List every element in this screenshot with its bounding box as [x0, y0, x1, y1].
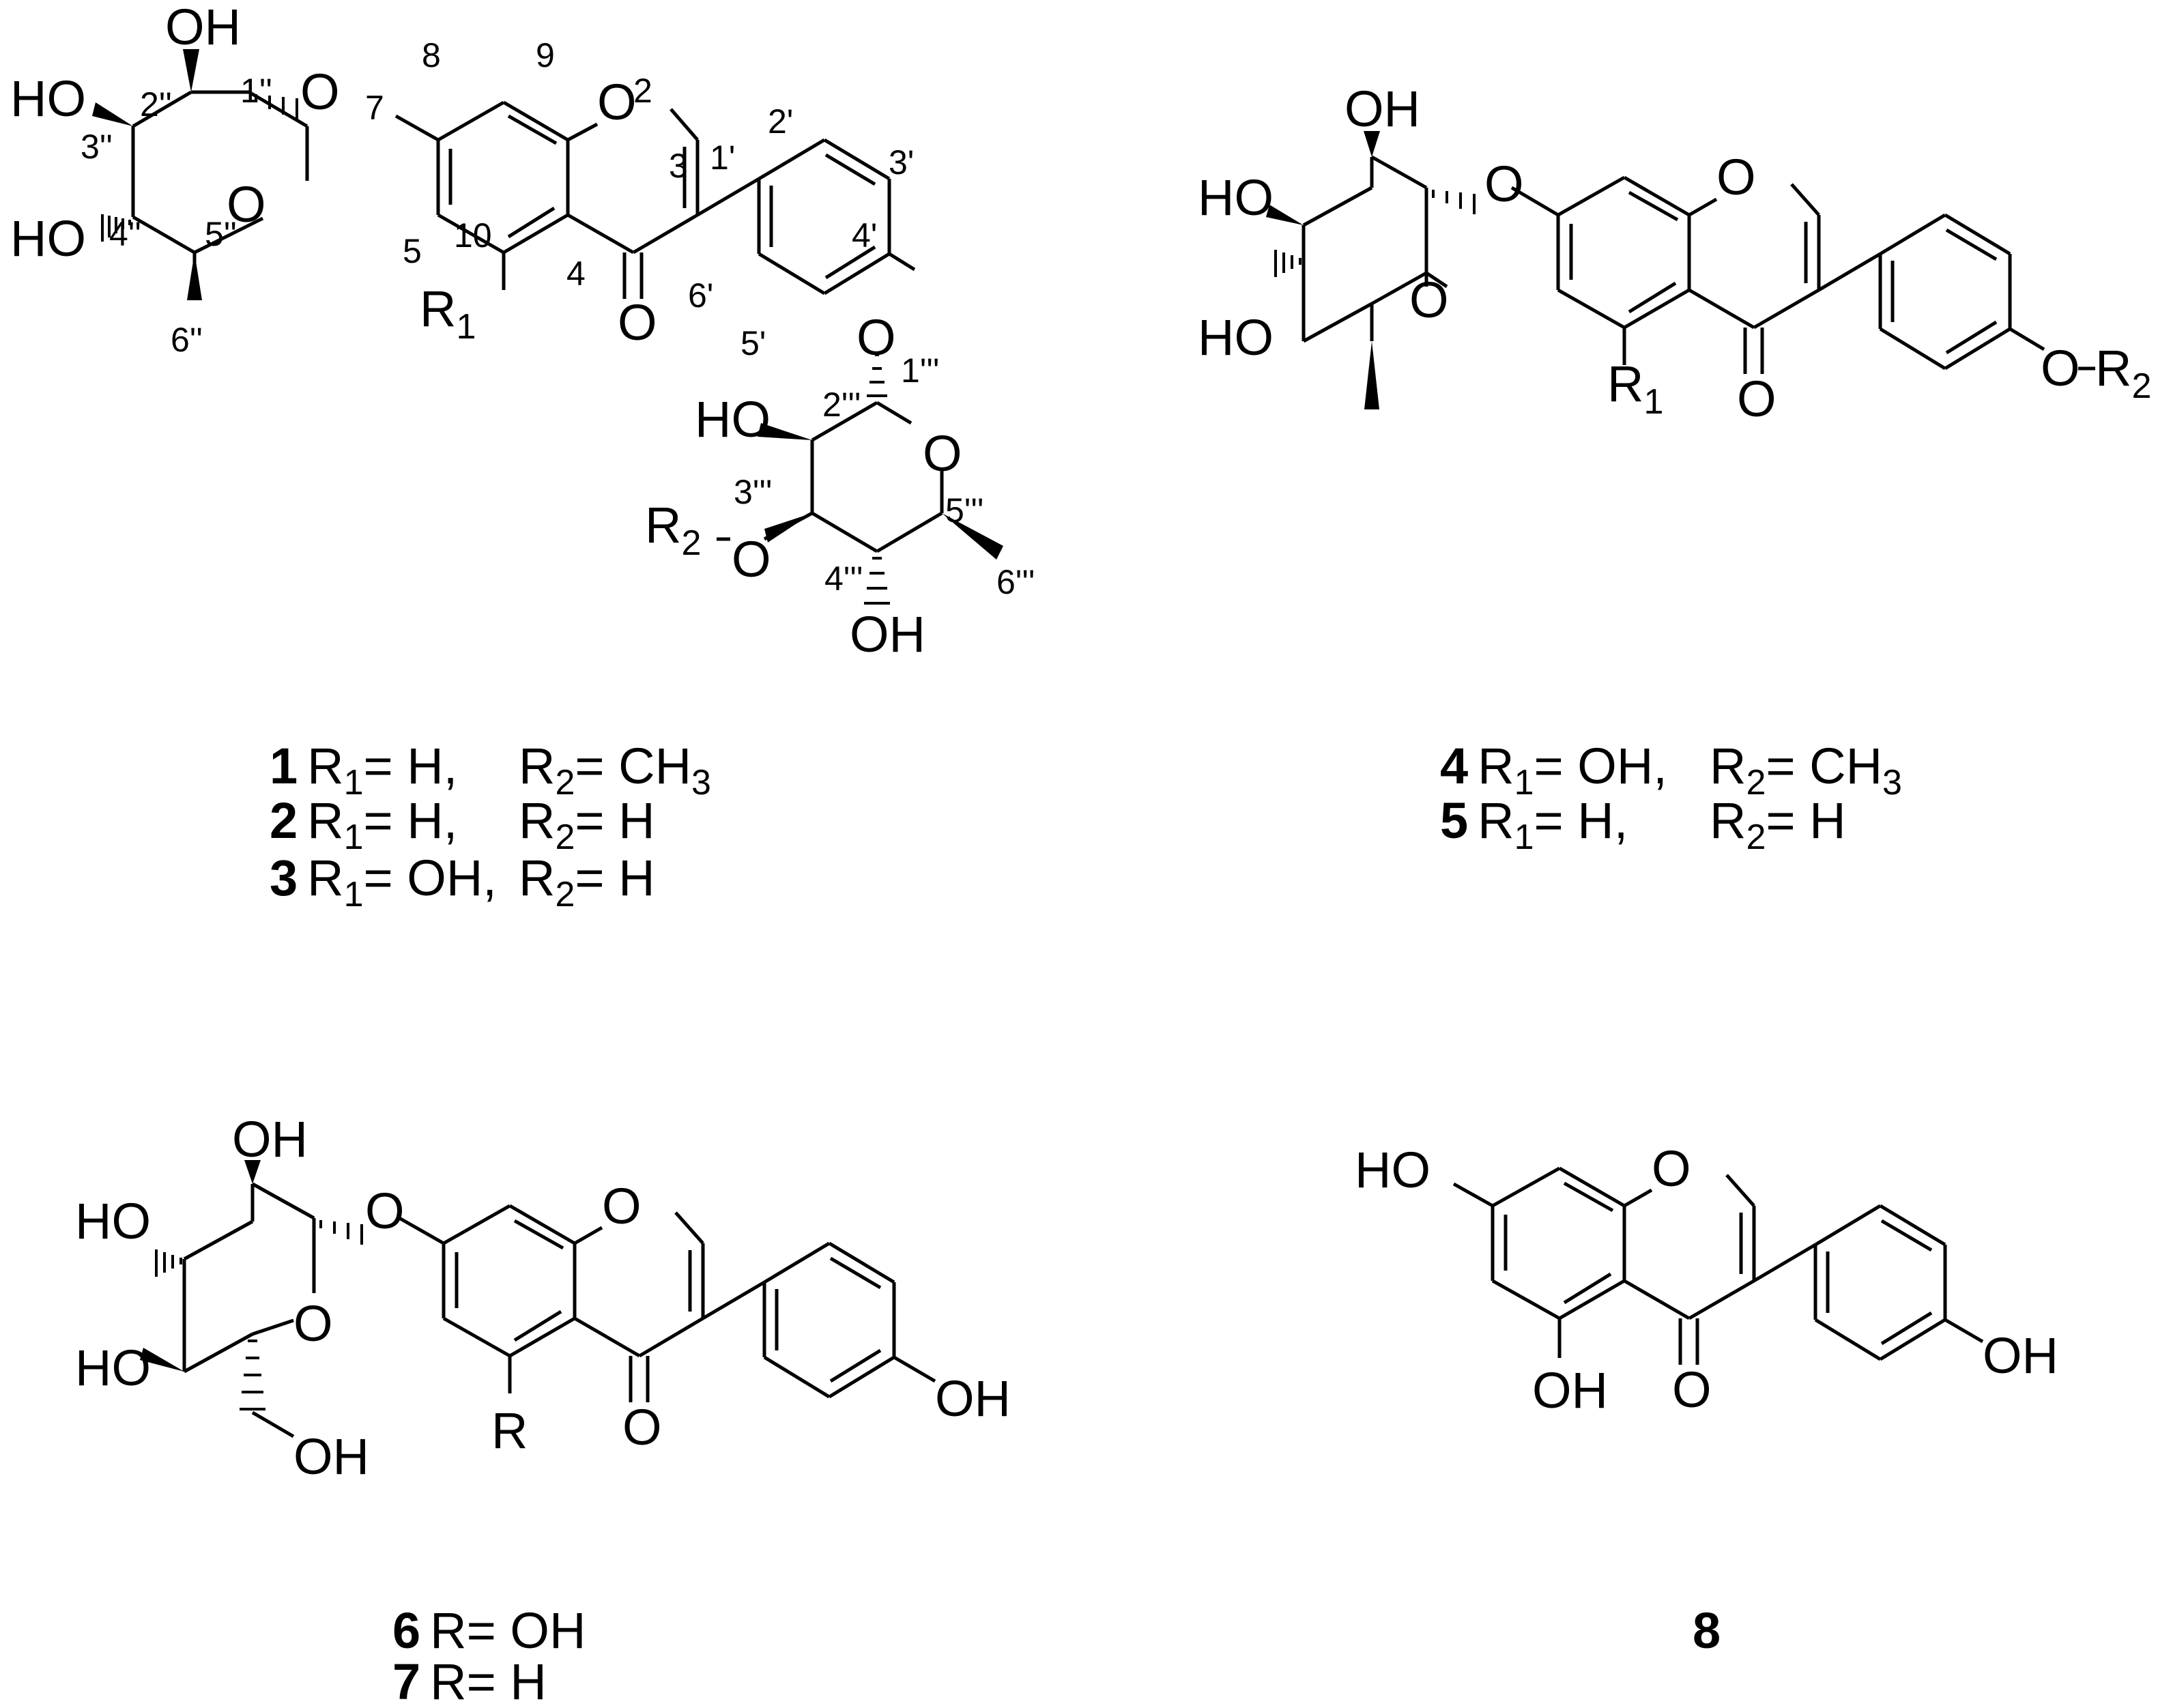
- c1-num-9: 9: [536, 36, 555, 74]
- c1-ho-2ppp-label: HO: [695, 391, 771, 448]
- c4-o-ring-label: O: [1409, 272, 1449, 328]
- c1-num-5pp: 5'': [205, 215, 237, 253]
- c4-o-link-label: O: [1484, 156, 1524, 212]
- c4-o-4p-label: O: [2041, 340, 2080, 396]
- compound-1-structure: OH HO HO O O O O R1 O O HO R2 O OH 2'' 1…: [10, 0, 1035, 663]
- c8-oh-4p-label: OH: [1983, 1327, 2058, 1384]
- c1-num-10: 10: [454, 216, 492, 255]
- c6-o-1-label: O: [602, 1178, 642, 1234]
- c8-ho-7-label: HO: [1355, 1142, 1430, 1198]
- c1-num-8: 8: [422, 36, 441, 74]
- c4-ho2-label: HO: [1198, 309, 1274, 366]
- compound-6-7-structure: OH HO HO O OH O O O R OH: [75, 1111, 1011, 1485]
- compound-4-5-bonds: [1302, 155, 2095, 374]
- c1-oh-2pp-label: OH: [165, 0, 241, 55]
- c1-num-2ppp: 2''': [822, 386, 861, 424]
- c1-num-3pp: 3'': [81, 128, 113, 166]
- c1-ho-4pp-label: HO: [10, 210, 86, 267]
- c1-num-4p: 4': [852, 216, 877, 255]
- c1-num-2pp: 2'': [140, 85, 172, 124]
- c1-num-2p: 2': [768, 102, 793, 141]
- c1-num-5: 5: [403, 232, 422, 270]
- c1-num-5p: 5': [741, 324, 766, 362]
- c1-o-3ppp-label: O: [732, 531, 771, 588]
- c1-num-7: 7: [365, 89, 384, 127]
- compound-1-atom-labels: OH HO HO O O O O R1 O O HO R2 O OH: [10, 0, 962, 663]
- c4-ho1-label: HO: [1198, 169, 1274, 226]
- c6-oh-4p-label: OH: [935, 1370, 1011, 1427]
- c6-r-label: R: [491, 1402, 528, 1459]
- c4-o-1-label: O: [1716, 149, 1756, 205]
- c1-num-1p: 1': [710, 139, 735, 177]
- c8-o-1-label: O: [1652, 1140, 1691, 1197]
- compound-6-7-stereo-bonds: [140, 1160, 363, 1410]
- c6-ho1-label: HO: [75, 1193, 151, 1249]
- c6-oh-label: OH: [232, 1111, 308, 1168]
- compound-1-atom-numbering: 2'' 1'' 3'' 4'' 5'' 6'' 7 8 9 2 3 4 5 10…: [81, 36, 1035, 601]
- c1-num-6ppp: 6''': [996, 563, 1035, 601]
- c1-num-2: 2: [633, 72, 652, 110]
- c6-o-carbonyl-label: O: [622, 1399, 662, 1456]
- c1-r2-label: R2: [645, 497, 701, 563]
- c6-o-ring-label: O: [293, 1295, 333, 1352]
- c1-num-4ppp: 4''': [824, 560, 863, 598]
- c4-r1-label: R1: [1607, 356, 1663, 422]
- c1-num-4pp: 4'': [109, 215, 141, 253]
- compound-6-7-atom-labels: OH HO HO O OH O O O R OH: [75, 1111, 1011, 1485]
- c6-oh-ch2-label: OH: [293, 1428, 369, 1485]
- compound-6-7-bonds: [182, 1182, 936, 1438]
- compound-1-bonds: [131, 90, 944, 553]
- c4-oh-label: OH: [1345, 81, 1420, 137]
- c8-o-carbonyl-label: O: [1672, 1361, 1712, 1418]
- c1-o-ring-b-label: O: [923, 425, 962, 482]
- c1-o-carbonyl-label: O: [618, 294, 657, 351]
- compound-4-5-stereo-bonds: [1266, 131, 1476, 409]
- c1-r1-label: R1: [420, 280, 476, 347]
- c8-oh-5-label: OH: [1532, 1362, 1608, 1419]
- c1-num-1ppp: 1''': [901, 351, 939, 390]
- c1-o-1-label: O: [597, 74, 637, 130]
- c1-num-3: 3: [669, 147, 688, 185]
- c1-oh-4ppp-label: OH: [850, 606, 925, 663]
- c1-num-5ppp: 5''': [945, 491, 983, 530]
- c6-ho2-label: HO: [75, 1340, 151, 1396]
- compound-4-5-structure: OH HO HO O O O O R1 O R2: [1198, 81, 2151, 427]
- compound-8-bonds: [1452, 1166, 1984, 1365]
- caption-compound-8: 8: [1693, 1602, 1721, 1659]
- c4-o-carbonyl-label: O: [1737, 371, 1777, 427]
- compound-8-structure: HO O OH O OH: [1355, 1140, 2058, 1419]
- c1-ho-3pp-label: HO: [10, 70, 86, 127]
- c1-num-1pp: 1'': [240, 72, 272, 110]
- c1-o-ring-a-label: O: [227, 176, 266, 233]
- compound-8-atom-labels: HO O OH O OH: [1355, 1140, 2058, 1419]
- c1-num-6pp: 6'': [171, 321, 203, 359]
- c4-r2-label: R2: [2095, 340, 2151, 406]
- c1-num-3ppp: 3''': [734, 473, 772, 511]
- c1-num-6p: 6': [688, 276, 713, 315]
- c1-num-4: 4: [566, 255, 586, 293]
- c6-o-link-label: O: [365, 1183, 405, 1239]
- c1-o-4p-label: O: [857, 309, 896, 366]
- compound-1-stereo-bonds: [92, 49, 1003, 605]
- compound-4-5-atom-labels: OH HO HO O O O O R1 O R2: [1198, 81, 2151, 427]
- c1-o-7-label: O: [300, 63, 340, 120]
- c1-num-3p: 3': [889, 143, 914, 182]
